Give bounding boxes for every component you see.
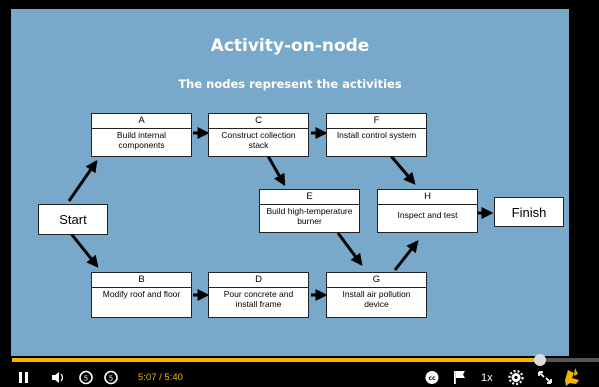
slide-title: Activity-on-node [210, 36, 370, 56]
arrow-start-b [67, 230, 99, 268]
settings-gear-icon[interactable] [508, 369, 524, 386]
progress-bar[interactable] [12, 354, 599, 366]
node-e-letter: E [260, 190, 359, 205]
node-g-text: Install air pollution device [342, 289, 411, 309]
fullscreen-icon[interactable] [538, 371, 552, 384]
captions-icon[interactable]: cc [425, 371, 439, 384]
node-f-text: Install control system [336, 130, 417, 140]
node-a-text: Build internal components [116, 130, 167, 150]
node-b-text: Modify roof and floor [102, 289, 181, 299]
start-label: Start [59, 212, 87, 227]
node-c: C Construct collection stack [208, 113, 309, 157]
arrow-f-h [389, 155, 416, 185]
node-d-text: Pour concrete and install frame [223, 289, 294, 309]
node-g-letter: G [327, 273, 426, 288]
node-d: D Pour concrete and install frame [208, 272, 309, 318]
forward-5-icon[interactable]: 5 [104, 370, 118, 385]
rewind-5-icon[interactable]: 5 [79, 370, 93, 385]
node-a-letter: A [92, 114, 191, 129]
finish-label: Finish [511, 204, 547, 220]
arrow-e-g [336, 232, 363, 266]
player-controls [0, 358, 599, 387]
node-a: A Build internal components [91, 113, 192, 157]
arrow-start-a [67, 160, 98, 202]
control-icons: 5 5 cc [19, 368, 579, 386]
brand-logo-icon [565, 368, 579, 386]
node-g: G Install air pollution device [326, 272, 427, 318]
svg-text:5: 5 [109, 375, 113, 383]
node-e-text: Build high-temperature burner [266, 206, 353, 226]
slide-subtitle: The nodes represent the activities [178, 77, 402, 91]
flag-icon[interactable] [454, 371, 465, 384]
finish-node: Finish [494, 197, 564, 227]
current-time: 5:07 [138, 372, 157, 383]
duration: 5:40 [164, 372, 183, 383]
start-node: Start [38, 204, 108, 235]
svg-text:5: 5 [84, 375, 88, 383]
playback-speed[interactable]: 1x [481, 372, 493, 384]
pause-icon[interactable] [19, 372, 28, 383]
time-separator: / [156, 372, 165, 383]
time-display: 5:07 / 5:40 [138, 372, 183, 383]
node-b: B Modify roof and floor [91, 272, 192, 318]
node-d-letter: D [209, 273, 308, 288]
node-f: F Install control system [326, 113, 427, 157]
node-c-letter: C [209, 114, 308, 129]
node-h-letter: H [378, 190, 477, 205]
volume-icon[interactable] [52, 372, 64, 383]
video-area[interactable]: Activity-on-node The nodes represent the… [0, 0, 599, 356]
node-h: H Inspect and test [377, 189, 478, 233]
svg-text:cc: cc [428, 375, 436, 382]
progress-fill [12, 358, 541, 362]
node-f-letter: F [327, 114, 426, 129]
node-e: E Build high-temperature burner [259, 189, 360, 233]
node-c-text: Construct collection stack [221, 130, 296, 150]
arrow-g-h [393, 240, 419, 271]
node-h-text: Inspect and test [397, 210, 458, 220]
arrow-c-e [266, 155, 286, 187]
slide: Activity-on-node The nodes represent the… [11, 9, 569, 356]
node-b-letter: B [92, 273, 191, 288]
progress-knob[interactable] [534, 354, 547, 366]
